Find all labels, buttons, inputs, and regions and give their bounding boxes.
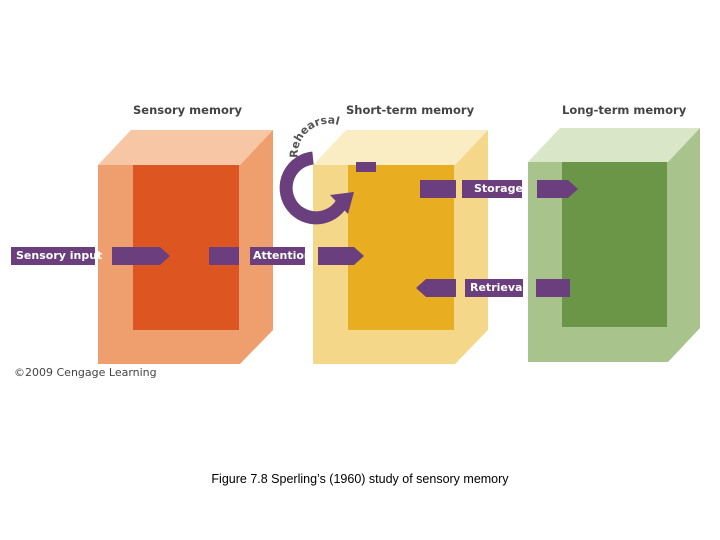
retrieval-tail [536,279,570,297]
sensory-input-arrowhead [112,247,170,265]
ltm-box-inner-panel [562,162,667,327]
copyright-symbol: © [14,366,25,379]
storage-label-bar [462,180,522,198]
header-sensory-memory: Sensory memory [133,103,243,117]
storage-label: Storage [474,182,523,195]
storage-arrow [420,180,578,198]
storage-tail [420,180,456,198]
sensory-input-arrow [11,247,170,265]
header-long-term-memory: Long-term memory [562,103,687,117]
sensory-input-label: Sensory input [16,249,103,262]
stm-box-top [313,130,488,165]
stm-box-right-side [455,130,488,364]
retrieval-arrow [416,279,570,297]
copyright-notice: ©2009 Cengage Learning [14,366,157,379]
retrieval-label-bar [465,279,523,297]
attention-label: Attention [253,249,312,262]
attention-label-bar [250,247,305,265]
ltm-box-top [528,128,700,162]
ltm-box-right-side [668,128,700,362]
figure-caption: Figure 7.8 Sperling’s (1960) study of se… [211,472,509,486]
attention-arrow [209,247,364,265]
header-short-term-memory: Short-term memory [346,103,475,117]
rehearsal-arc [279,151,348,225]
attention-arrowhead [318,247,364,265]
copyright-text: 2009 Cengage Learning [25,366,157,379]
retrieval-arrowhead [416,279,456,297]
retrieval-label: Retrieval [470,281,527,294]
rehearsal-arrowhead [330,192,354,214]
attention-tail [209,247,239,265]
rehearsal-exit-bar [356,162,376,172]
sensory-input-label-bar [11,247,95,265]
storage-arrowhead [537,180,578,198]
long-term-memory-box [528,128,700,362]
sensory-box-top [98,130,273,165]
